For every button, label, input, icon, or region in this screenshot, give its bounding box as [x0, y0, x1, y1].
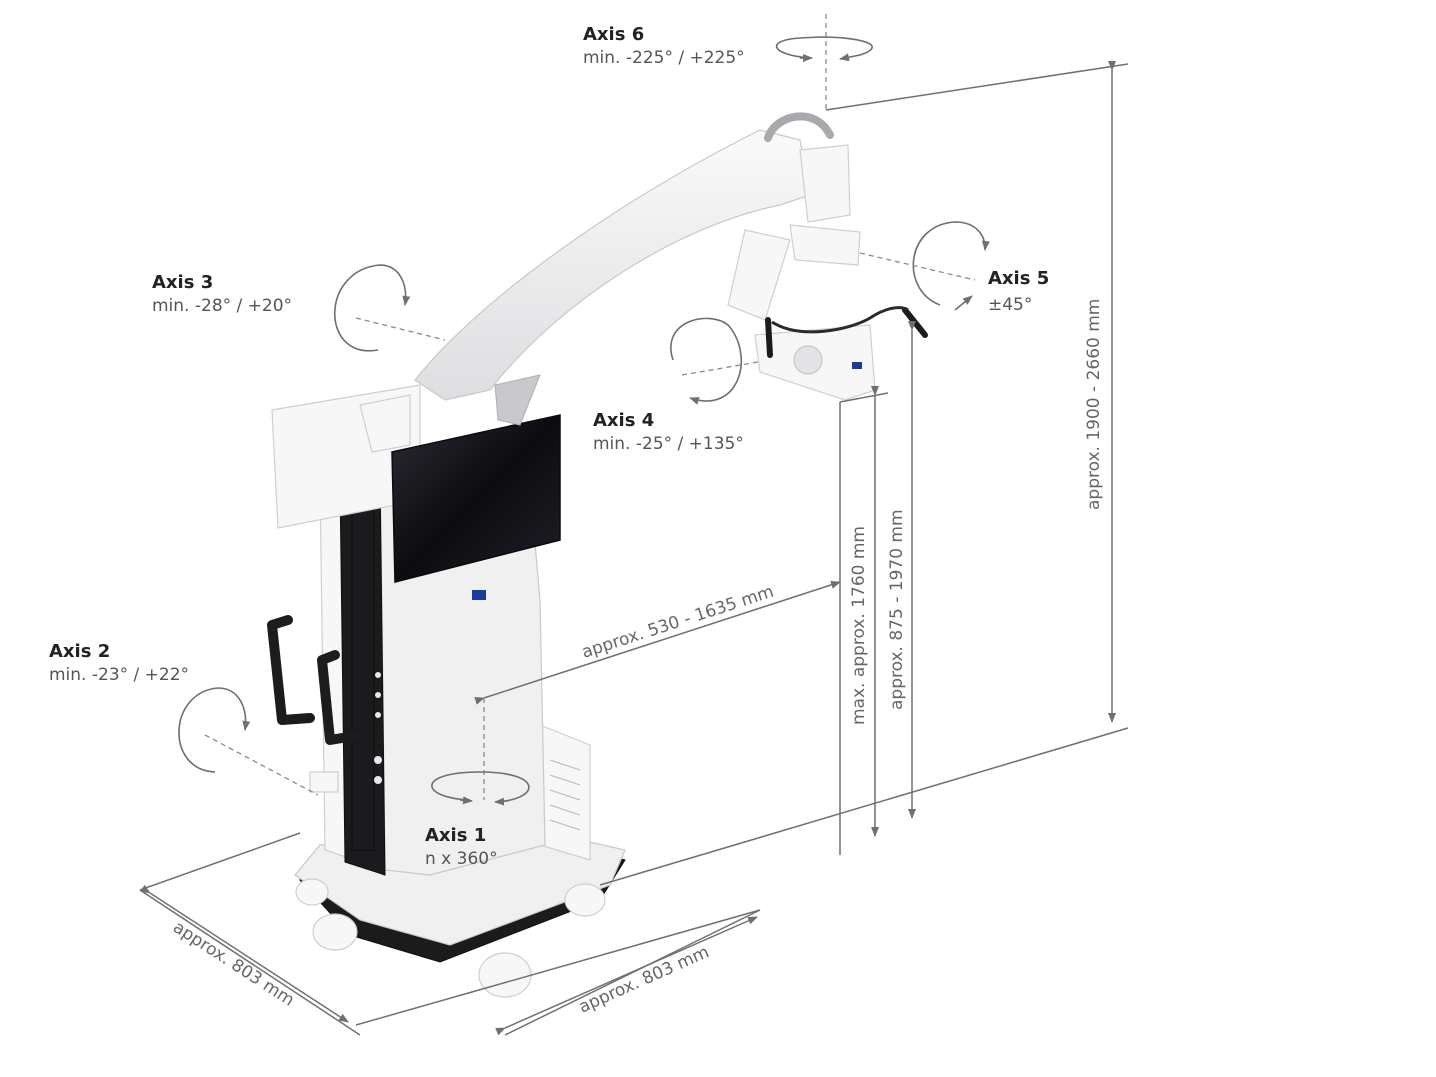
reach-label: approx. 530 - 1635 mm: [579, 582, 776, 663]
front-monitor: [391, 414, 561, 583]
axis-3-rotation-icon: [334, 264, 446, 352]
head-joint: [789, 224, 861, 266]
base-width-label: approx. 803 mm: [576, 942, 712, 1017]
arm-joint-column: [359, 394, 411, 453]
column-logo: [472, 590, 486, 600]
axis-4-title: Axis 4: [593, 410, 654, 431]
axis-5-range: ±45°: [988, 295, 1032, 315]
total-height-label: approx. 1900 - 2660 mm: [1084, 299, 1104, 510]
axis-6-rotation-icon: [776, 36, 873, 62]
arm-column-link: [494, 374, 541, 426]
axis-2-label: Axis 2 min. -23° / +22°: [49, 641, 189, 685]
max-height-label: max. approx. 1760 mm: [849, 526, 869, 725]
column-control-strip: [351, 489, 375, 851]
caster-right: [564, 883, 606, 917]
head-cable: [771, 306, 909, 334]
axis-4-range: min. -25° / +135°: [593, 434, 744, 454]
axis-1-rotation-icon: [431, 771, 530, 806]
axis-4-label: Axis 4 min. -25° / +135°: [593, 410, 744, 454]
axis-1-label: Axis 1 n x 360°: [425, 825, 498, 869]
axis-5-rotation-icon: [859, 221, 990, 311]
footrest: [309, 771, 339, 793]
axis-5-label: Axis 5 ±45°: [988, 268, 1049, 315]
optics-lens: [793, 345, 823, 375]
base-depth-label: approx. 803 mm: [169, 917, 298, 1010]
axis-3-range: min. -28° / +20°: [152, 296, 292, 316]
axis-1-title: Axis 1: [425, 825, 486, 846]
axis-6-range: min. -225° / +225°: [583, 48, 745, 68]
axis-5-title: Axis 5: [988, 268, 1049, 289]
caster-back: [295, 878, 329, 906]
axis-4-rotation-icon: [670, 317, 759, 405]
axis-3-title: Axis 3: [152, 272, 213, 293]
axis-3-label: Axis 3 min. -28° / +20°: [152, 272, 292, 316]
head-handle-right: [902, 307, 928, 338]
axis-1-range: n x 360°: [425, 849, 498, 869]
axis-2-range: min. -23° / +22°: [49, 665, 189, 685]
caster-front: [478, 952, 532, 998]
head-handle-left: [765, 317, 773, 358]
head-suspension: [799, 144, 851, 223]
axis-6-label: Axis 6 min. -225° / +225°: [583, 24, 745, 68]
axis-2-rotation-icon: [178, 687, 319, 796]
dimension-lines: [139, 14, 1129, 1036]
head-link: [727, 229, 791, 321]
caster-left: [312, 913, 358, 951]
microscope-illustration: [267, 112, 928, 998]
head-logo: [852, 362, 862, 369]
axis-2-title: Axis 2: [49, 641, 110, 662]
handle-left: [267, 615, 315, 725]
arm-cable: [764, 112, 834, 142]
working-height-label: approx. 875 - 1970 mm: [887, 509, 907, 710]
axis-6-title: Axis 6: [583, 24, 644, 45]
rotation-indicators: [178, 36, 990, 806]
axis-labels: Axis 6 min. -225° / +225° Axis 3 min. -2…: [49, 24, 1049, 869]
handle-right: [317, 650, 365, 745]
rear-module: [539, 724, 591, 861]
